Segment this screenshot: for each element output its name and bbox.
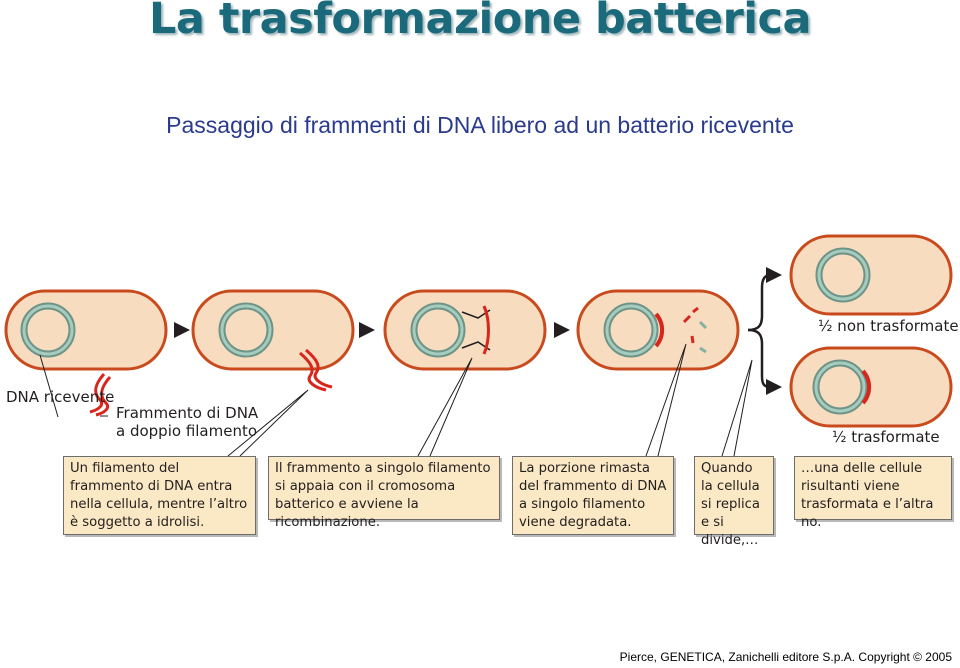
degraded-fragments xyxy=(682,306,708,354)
page-title: La trasformazione batterica xyxy=(148,0,812,44)
daughter-cell-not-transformed xyxy=(789,234,953,316)
cell-3 xyxy=(383,289,547,371)
cell-1 xyxy=(4,289,168,371)
step-box-3: La porzione rimasta del frammento di DNA… xyxy=(512,456,674,535)
leader-lines xyxy=(39,343,753,457)
division-brace xyxy=(747,267,782,395)
page-subtitle: Passaggio di frammenti di DNA libero ad … xyxy=(166,112,794,138)
step-box-1: Un filamento del frammento di DNA entra … xyxy=(63,456,256,535)
label-recipient-dna: DNA ricevente xyxy=(6,388,115,406)
dna-fragment-outside xyxy=(89,373,112,417)
label-half-not-transformed: ½ non trasformate xyxy=(818,317,959,335)
step-box-2: Il frammento a singolo filamento si appa… xyxy=(268,456,500,530)
label-half-transformed: ½ trasformate xyxy=(832,428,940,446)
daughter-cell-transformed xyxy=(789,346,953,428)
recombining-strand xyxy=(482,305,490,355)
step-box-4: Quando la cellula si replica e si divide… xyxy=(694,456,774,548)
step-box-5: …una delle cellule risultanti viene tras… xyxy=(794,456,952,530)
label-fragment: Frammento di DNA a doppio filamento xyxy=(116,404,259,440)
cell-2 xyxy=(191,289,355,371)
cell-4 xyxy=(576,289,740,371)
copyright-credit: Pierce, GENETICA, Zanichelli editore S.p… xyxy=(619,650,952,664)
dna-fragment-entering xyxy=(299,348,333,392)
integrated-dna xyxy=(654,312,665,348)
